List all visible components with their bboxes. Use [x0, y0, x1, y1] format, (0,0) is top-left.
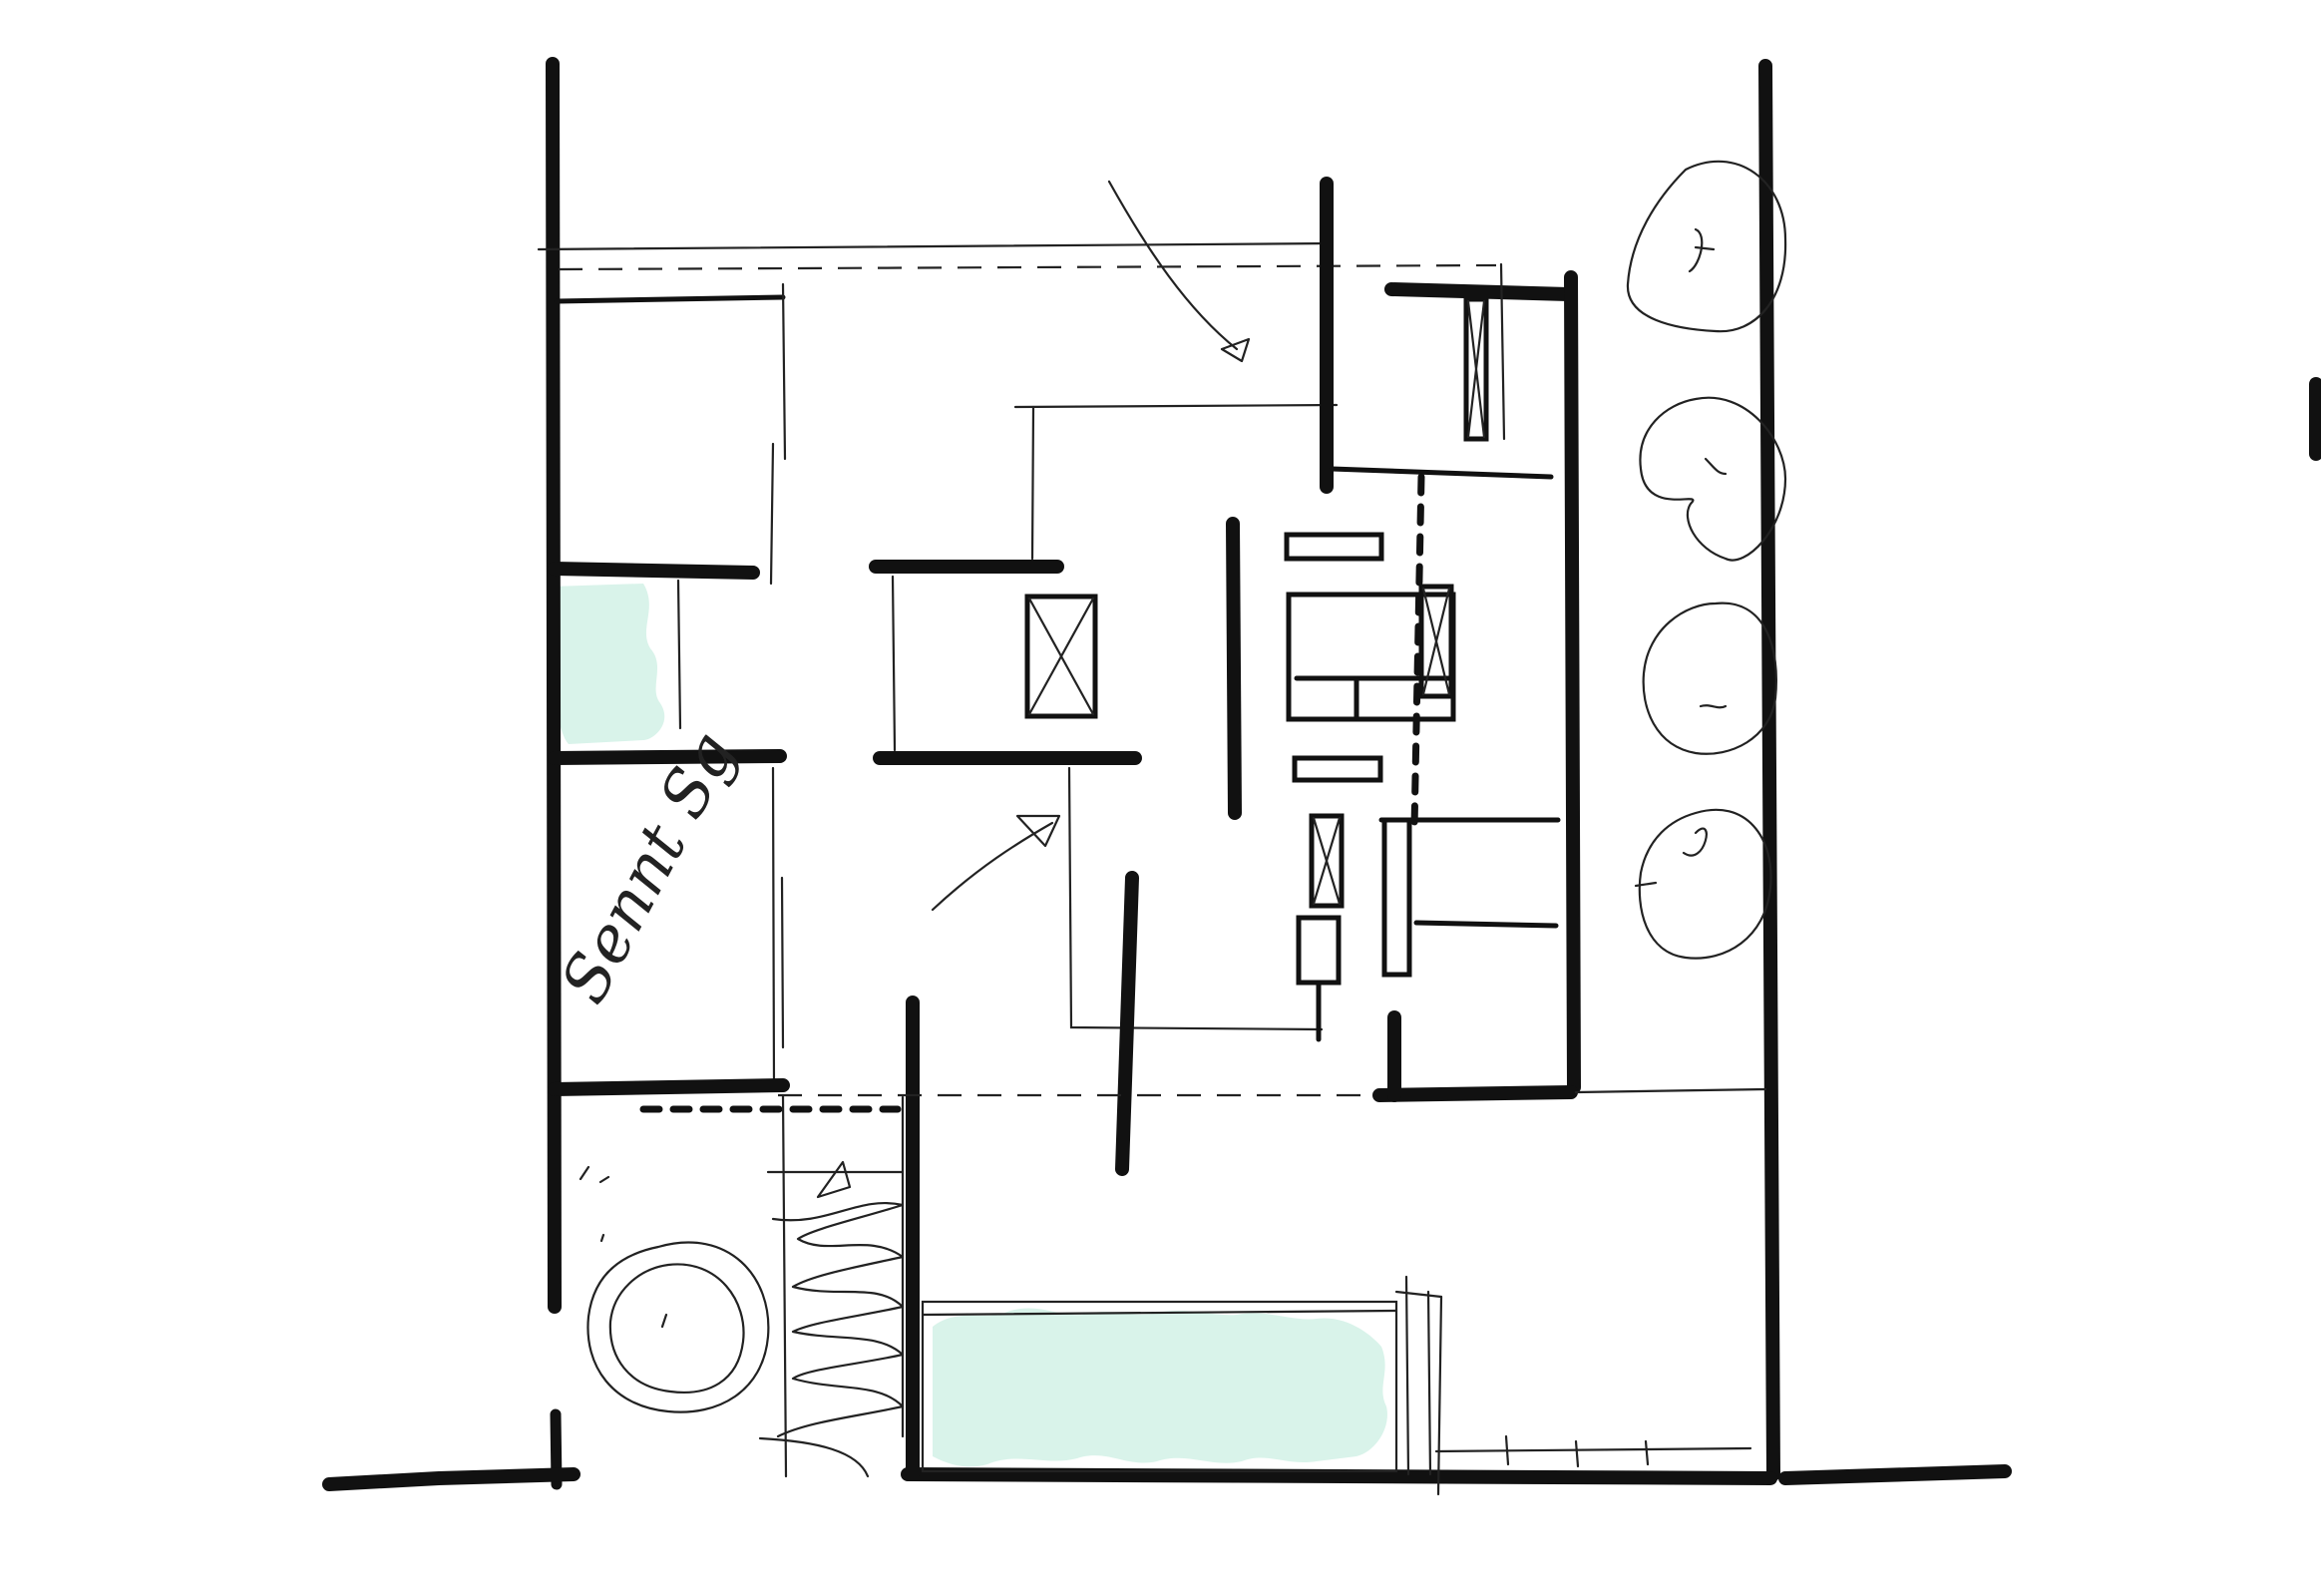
- tree-2: [1639, 396, 1787, 562]
- room-line: [1413, 920, 1559, 929]
- tree-4: [1638, 808, 1772, 960]
- tree-3-mark: [1699, 704, 1728, 709]
- entry-arrow-top: [1107, 180, 1251, 363]
- lift-cross-2: [1027, 597, 1095, 716]
- room-line: [1499, 262, 1506, 441]
- planter-line: [921, 1309, 1398, 1317]
- bedroom-wall-3: [548, 1078, 790, 1096]
- room-divider-thin: [769, 442, 775, 586]
- front-boundary-left: [322, 1467, 580, 1491]
- right-block-wall-east: [1564, 270, 1581, 1094]
- tree-4-mark: [1634, 827, 1708, 888]
- entry-arrow-mid: [931, 814, 1061, 912]
- tree-2-mark: [1704, 457, 1728, 476]
- roof-line: [537, 241, 1334, 251]
- hall-wall-center: [1226, 517, 1242, 820]
- canopy-dashed-line: [558, 263, 1497, 271]
- planter-line: [1574, 1439, 1580, 1468]
- stair-arrow: [816, 1160, 852, 1199]
- room-divider-thin: [781, 282, 787, 461]
- left-boundary-wall: [546, 57, 562, 1314]
- room-top-line: [554, 294, 786, 304]
- hall-wall-mid: [1115, 871, 1139, 1176]
- dashed-partition: [1410, 473, 1425, 832]
- front-yard-line: [1574, 1087, 1767, 1094]
- bedroom-wall-1: [548, 562, 760, 580]
- fixture: [1309, 813, 1345, 909]
- core-guide-line: [1013, 403, 1339, 409]
- fixture: [1284, 532, 1384, 562]
- tree-1: [1626, 160, 1787, 333]
- right-block-wall-top: [1384, 282, 1575, 301]
- fixture-cross: [1312, 816, 1342, 906]
- planter-line: [1426, 1290, 1432, 1476]
- front-planting-bed: [933, 1308, 1387, 1467]
- storage-cross: [1466, 299, 1486, 439]
- planter-line: [1404, 1275, 1410, 1476]
- planter-line: [1644, 1439, 1650, 1466]
- garden-ring-inner: [608, 1263, 745, 1394]
- core-guide-line: [1030, 405, 1035, 561]
- room-divider-thin: [780, 876, 785, 1049]
- planter-line: [1436, 1295, 1443, 1496]
- front-boundary-right: [1778, 1464, 2012, 1485]
- planter-line: [1504, 1434, 1510, 1466]
- core-side-line: [891, 575, 897, 752]
- fixture: [1418, 584, 1454, 699]
- room-divider-thin: [771, 766, 776, 1089]
- tree-1-mark: [1688, 227, 1716, 273]
- planter-line: [1434, 1446, 1752, 1453]
- fixture: [1292, 755, 1383, 783]
- room-line: [1329, 466, 1554, 480]
- fixture-cross: [1421, 587, 1451, 696]
- bedroom-wall-2: [548, 749, 787, 765]
- right-boundary-wall: [1758, 59, 1780, 1481]
- fixture: [1296, 915, 1342, 986]
- garden-ring-outer: [586, 1241, 770, 1413]
- planter-line: [1394, 1290, 1443, 1299]
- right-block-wall-bottom: [1372, 1085, 1578, 1102]
- fixture: [1381, 817, 1412, 978]
- corridor-line: [1067, 766, 1324, 1031]
- tree-3: [1642, 601, 1777, 755]
- lift-box: [1024, 594, 1098, 719]
- courtyard-planting-left: [552, 584, 665, 744]
- storage-box: [1463, 296, 1489, 442]
- stair-scribble: [758, 1170, 905, 1478]
- stair-edge: [781, 1093, 788, 1478]
- front-boundary-main: [901, 1467, 1777, 1485]
- courtyard-edge: [676, 579, 682, 730]
- garden-ring-mark: [579, 1165, 668, 1329]
- planter-outline: [921, 1300, 1398, 1473]
